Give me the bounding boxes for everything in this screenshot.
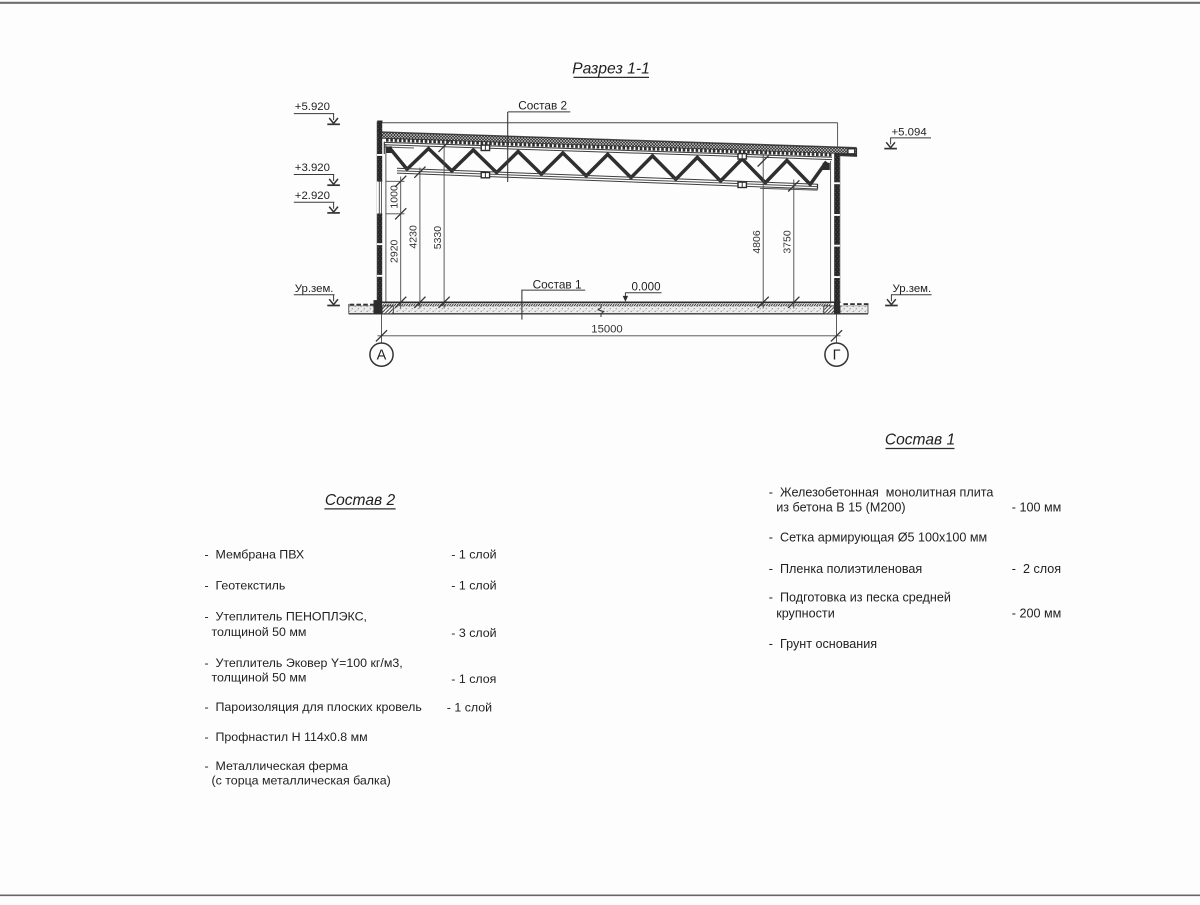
svg-text:толщиной 50 мм: толщиной 50 мм [212, 670, 307, 684]
svg-text:- Мембрана ПВХ: - Мембрана ПВХ [205, 548, 305, 562]
svg-text:- 200 мм: - 200 мм [1012, 607, 1062, 621]
svg-text:+2.920: +2.920 [295, 190, 330, 202]
svg-text:4230: 4230 [408, 225, 420, 249]
svg-text:из бетона В 15 (М200): из бетона В 15 (М200) [776, 500, 905, 514]
svg-text:- Металлическая ферма: - Металлическая ферма [205, 759, 349, 773]
svg-text:+3.920: +3.920 [295, 162, 330, 174]
svg-text:- Пароизоляция для плоских кр: - Пароизоляция для плоских кровель [205, 700, 422, 714]
svg-text:- 1 слой: - 1 слой [451, 579, 496, 593]
svg-text:- Сетка армирующая Ø5 100х100: - Сетка армирующая Ø5 100х100 мм [769, 531, 987, 545]
svg-text:5330: 5330 [432, 226, 444, 250]
svg-text:толщиной 50 мм: толщиной 50 мм [212, 625, 307, 639]
svg-text:1000: 1000 [388, 185, 400, 209]
svg-text:- 2 слоя: - 2 слоя [1012, 562, 1061, 576]
svg-text:Г: Г [833, 348, 841, 364]
svg-text:0.000: 0.000 [632, 281, 661, 294]
svg-text:- Геотекстиль: - Геотекстиль [205, 579, 286, 593]
svg-text:- Подготовка из песка средней: - Подготовка из песка средней [769, 591, 951, 605]
svg-text:4806: 4806 [751, 230, 763, 254]
svg-text:Разрез 1-1: Разрез 1-1 [572, 61, 650, 78]
svg-text:Ур.зем.: Ур.зем. [295, 283, 334, 295]
svg-text:- 1 слоя: - 1 слоя [451, 672, 496, 686]
svg-text:- Железобетонная монолитная: - Железобетонная монолитная плита [769, 485, 994, 499]
svg-text:3750: 3750 [782, 230, 794, 254]
svg-text:- 1 слой: - 1 слой [451, 548, 496, 562]
svg-text:(с торца металлическая балка): (с торца металлическая балка) [212, 773, 391, 787]
svg-text:+5.920: +5.920 [295, 101, 330, 113]
svg-text:Ур.зем.: Ур.зем. [893, 283, 932, 295]
svg-text:- 3 слой: - 3 слой [451, 626, 496, 640]
svg-text:А: А [377, 348, 387, 364]
svg-text:- Профнастил Н 114х0.8 мм: - Профнастил Н 114х0.8 мм [205, 730, 368, 744]
svg-text:- 1 слой: - 1 слой [447, 701, 492, 715]
svg-text:Состав 1: Состав 1 [533, 277, 582, 291]
svg-text:- Пленка полиэтиленовая: - Пленка полиэтиленовая [769, 562, 922, 576]
svg-text:Состав 2: Состав 2 [325, 492, 396, 509]
svg-text:- Утеплитель ПЕНОПЛЭКС,: - Утеплитель ПЕНОПЛЭКС, [205, 610, 367, 624]
svg-text:- Утеплитель Эковер Y=100 кг/: - Утеплитель Эковер Y=100 кг/м3, [205, 656, 403, 670]
svg-text:- Грунт основания: - Грунт основания [769, 637, 877, 651]
svg-text:15000: 15000 [591, 323, 622, 335]
svg-text:+5.094: +5.094 [892, 126, 927, 138]
svg-text:2920: 2920 [388, 239, 400, 263]
svg-text:Состав 2: Состав 2 [518, 98, 567, 112]
svg-text:крупности: крупности [776, 607, 835, 621]
svg-text:- 100 мм: - 100 мм [1012, 500, 1062, 514]
svg-text:Состав 1: Состав 1 [885, 432, 955, 449]
